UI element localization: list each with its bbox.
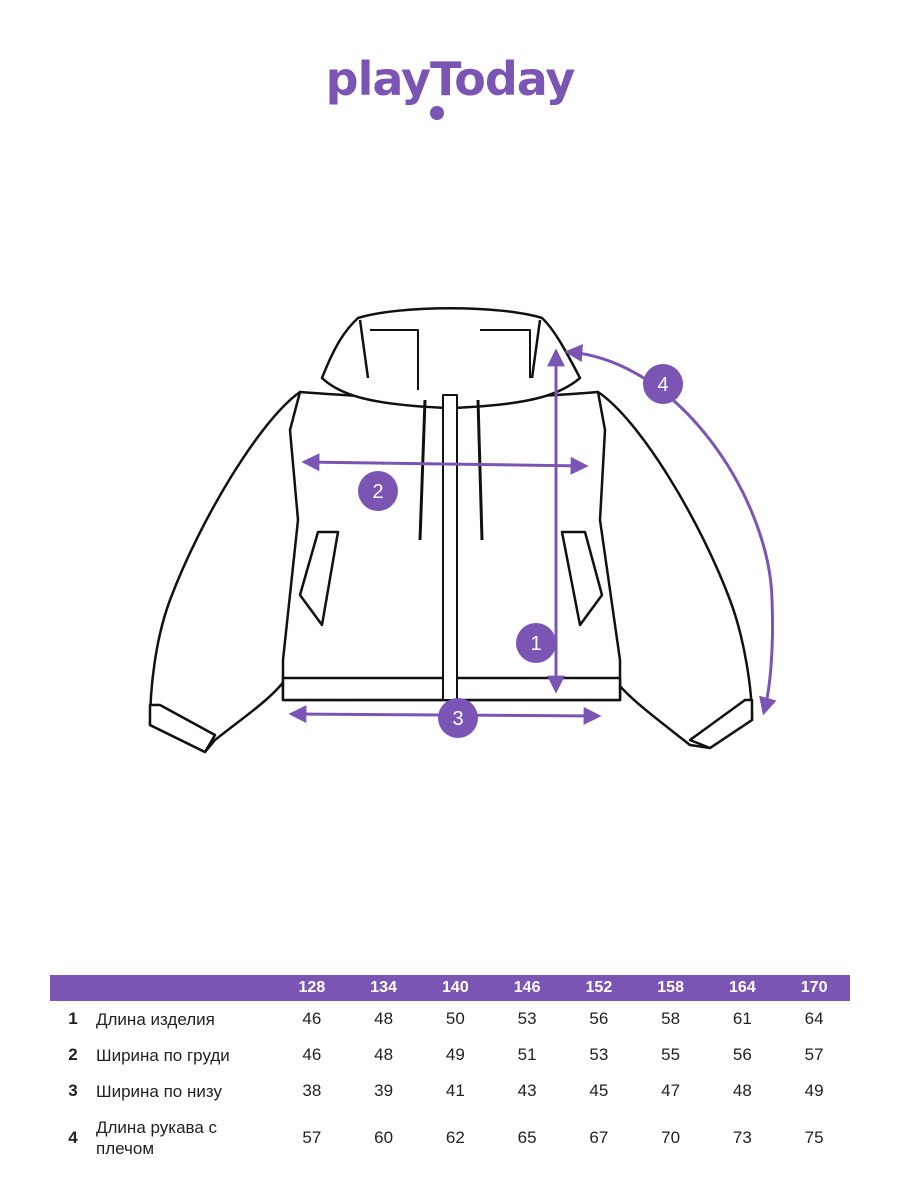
cell-value: 67 (589, 1128, 609, 1147)
table-row: 2 Ширина по груди 46 48 49 51 53 55 56 5… (50, 1037, 850, 1073)
cell-value: 62 (445, 1128, 465, 1147)
size-header: 140 (419, 975, 492, 1001)
table-row: 4 Длина рукава с плечом 57 60 62 65 67 7… (50, 1109, 850, 1167)
cell-value: 60 (374, 1128, 394, 1147)
cell-value: 43 (517, 1081, 537, 1100)
size-header: 128 (276, 975, 348, 1001)
cell-value: 46 (302, 1045, 322, 1064)
cell-value: 65 (517, 1128, 537, 1147)
cell-value: 70 (661, 1128, 681, 1147)
cell-value: 53 (517, 1009, 537, 1028)
row-number: 2 (68, 1045, 78, 1064)
row-number: 1 (68, 1009, 78, 1028)
marker-4: 4 (643, 364, 683, 404)
cell-value: 48 (374, 1009, 394, 1028)
header-empty (50, 975, 96, 1001)
cell-value: 38 (302, 1081, 322, 1100)
logo-dot (430, 106, 444, 120)
cell-value: 51 (517, 1045, 537, 1064)
cell-value: 56 (589, 1009, 609, 1028)
size-header: 134 (347, 975, 420, 1001)
cell-value: 39 (374, 1081, 394, 1100)
row-number: 4 (68, 1128, 78, 1147)
cell-value: 75 (804, 1128, 824, 1147)
cell-value: 50 (445, 1009, 465, 1028)
jacket-measurement-diagram: 1 2 3 4 (148, 307, 777, 754)
cell-value: 48 (732, 1081, 752, 1100)
size-header: 164 (706, 975, 779, 1001)
cell-value: 49 (804, 1081, 824, 1100)
row-label: Длина рукава с плечом (96, 1118, 218, 1158)
size-header: 146 (491, 975, 563, 1001)
cell-value: 53 (589, 1045, 609, 1064)
table-row: 3 Ширина по низу 38 39 41 43 45 47 48 49 (50, 1073, 850, 1109)
cell-value: 57 (302, 1128, 322, 1147)
chest-arrow (301, 453, 589, 475)
brand-logo: playToday (325, 52, 576, 106)
marker-1: 1 (516, 623, 556, 663)
cell-value: 55 (661, 1045, 681, 1064)
size-header: 152 (563, 975, 635, 1001)
cell-value: 48 (374, 1045, 394, 1064)
svg-text:3: 3 (452, 708, 463, 730)
cell-value: 47 (661, 1081, 681, 1100)
table-row: 1 Длина изделия 46 48 50 53 56 58 61 64 (50, 1001, 850, 1037)
cell-value: 61 (732, 1009, 752, 1028)
size-table: 128 134 140 146 152 158 164 170 1 Длина … (50, 975, 850, 1167)
cell-value: 56 (732, 1045, 752, 1064)
marker-3: 3 (438, 698, 478, 738)
row-label: Ширина по груди (96, 1045, 230, 1065)
cell-value: 58 (661, 1009, 681, 1028)
svg-text:2: 2 (372, 481, 383, 503)
header-empty (96, 975, 276, 1001)
size-header: 170 (778, 975, 850, 1001)
row-number: 3 (68, 1081, 78, 1100)
size-header: 158 (634, 975, 707, 1001)
row-label: Длина изделия (96, 1009, 215, 1029)
row-label: Ширина по низу (96, 1081, 222, 1101)
cell-value: 57 (804, 1045, 824, 1064)
cell-value: 46 (302, 1009, 322, 1028)
marker-2: 2 (358, 471, 398, 511)
svg-text:4: 4 (657, 374, 668, 396)
size-header-row: 128 134 140 146 152 158 164 170 (50, 975, 850, 1001)
cell-value: 73 (732, 1128, 752, 1147)
svg-text:1: 1 (530, 633, 541, 655)
cell-value: 41 (445, 1081, 465, 1100)
cell-value: 64 (804, 1009, 824, 1028)
cell-value: 45 (589, 1081, 609, 1100)
cell-value: 49 (445, 1045, 465, 1064)
